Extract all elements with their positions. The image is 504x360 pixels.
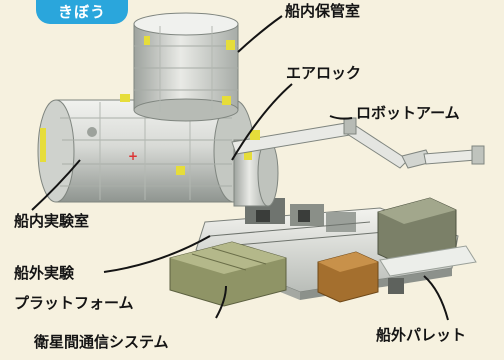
storage-module <box>133 12 239 122</box>
label-pallet: 船外パレット <box>376 326 467 344</box>
label-exposed-platform-line1: 船外実験 <box>14 264 75 282</box>
robot-arm <box>231 117 485 169</box>
exposed-pallet <box>317 197 477 303</box>
inter-orbit-communication-system <box>169 241 287 307</box>
label-comm-system: 衛星間通信システム <box>34 333 169 351</box>
kibo-badge: きぼう <box>36 0 128 24</box>
label-pressurized-lab: 船内実験室 <box>14 212 90 230</box>
kibo-badge-text: きぼう <box>57 2 106 21</box>
label-storage-module: 船内保管室 <box>285 2 361 20</box>
svg-text:+: + <box>128 149 138 163</box>
label-robot-arm: ロボットアーム <box>356 104 460 122</box>
label-exposed-platform-line2: プラットフォーム <box>14 294 134 312</box>
leader-lines <box>31 15 449 321</box>
label-airlock: エアロック <box>286 64 362 82</box>
